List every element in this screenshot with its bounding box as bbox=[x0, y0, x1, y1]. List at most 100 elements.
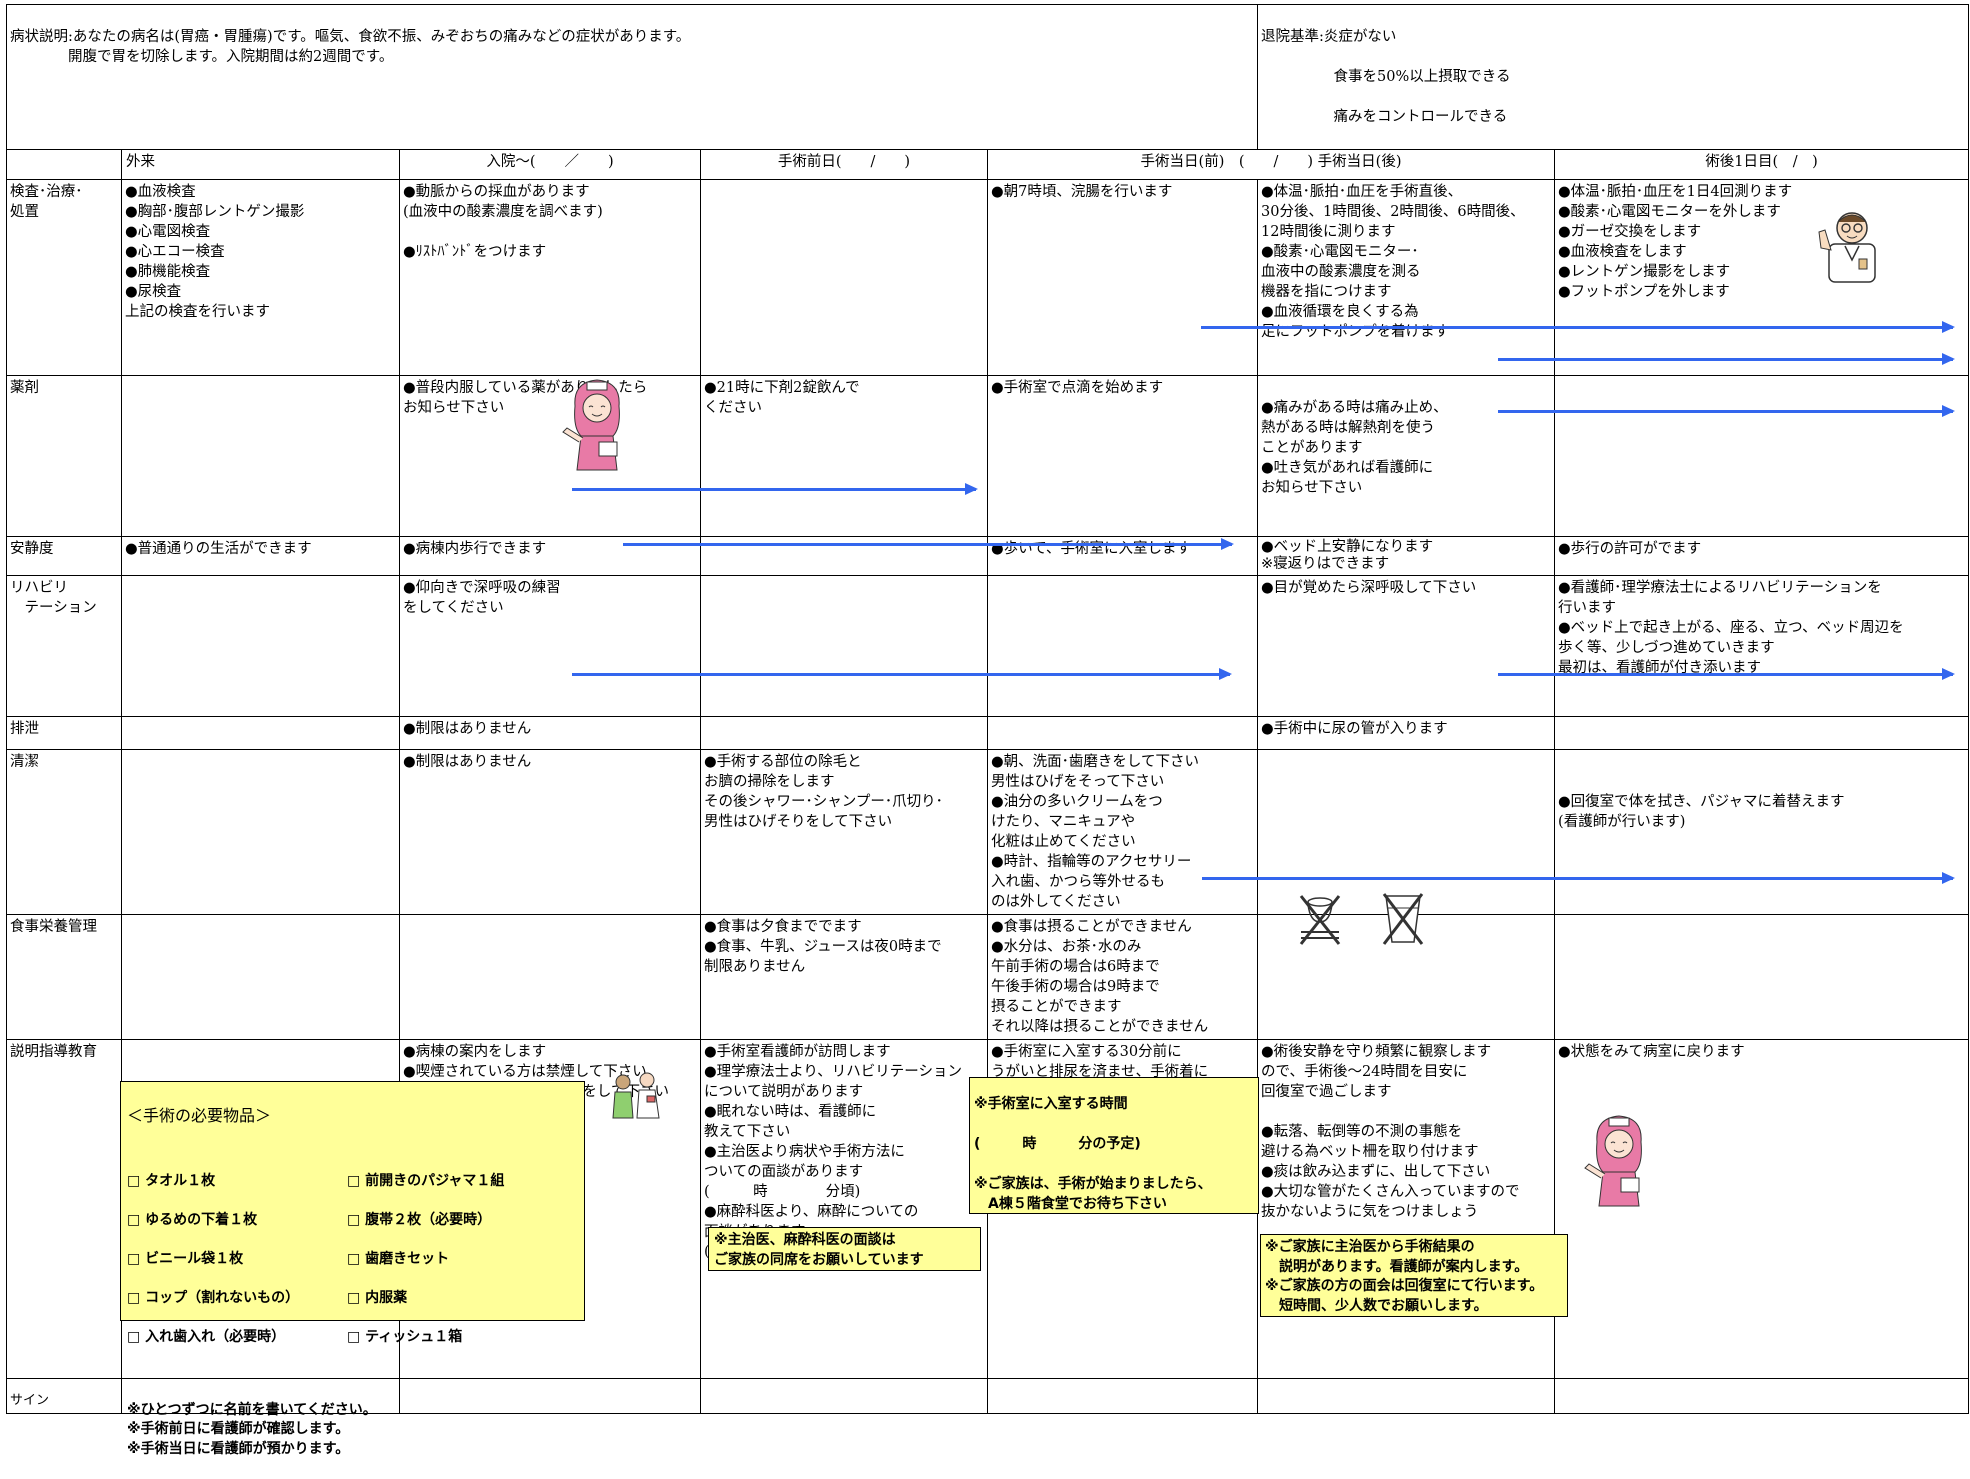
cell-post-op: ●回復室で体を拭き、パジャマに着替えます (看護師が行います) bbox=[1554, 749, 1970, 915]
cell-op-before: ●食事は摂ることができません ●水分は、お茶･水のみ 午前手術の場合は6時まで … bbox=[986, 914, 1259, 1040]
doctor-icon bbox=[1818, 212, 1876, 283]
supplies-footer: ※ひとつずつに名前を書いてください。 ※手術前日に看護師が確認します。 ※手術当… bbox=[127, 1401, 377, 1457]
cell-op-after: ●手術中に尿の管が入ります bbox=[1257, 716, 1556, 750]
supply-item: □ コップ（割れないもの） bbox=[127, 1290, 300, 1306]
nurse-icon bbox=[1584, 1115, 1642, 1207]
cell-op-after bbox=[1257, 749, 1556, 915]
surgery-time-note: ※手術室に入室する時間 ( 時 分の予定) ※ご家族は、手術が始まりましたら、 … bbox=[969, 1077, 1259, 1214]
cell-op-before bbox=[986, 575, 1259, 717]
family-note: ※ご家族に主治医から手術結果の 説明があります。看護師が案内します。 ※ご家族の… bbox=[1260, 1234, 1568, 1317]
cell-admission: ●病棟内歩行できます bbox=[399, 536, 701, 576]
cell-pre-op bbox=[700, 575, 988, 717]
supply-item: □ 歯磨きセット bbox=[347, 1251, 450, 1267]
condition-line-2: 開腹で胃を切除します。入院期間は約2週間です。 bbox=[10, 49, 394, 65]
cell-admission: ●普段内服している薬がありましたら お知らせ下さい bbox=[399, 375, 701, 537]
row-label: 薬剤 bbox=[6, 375, 122, 537]
cell-outpatient bbox=[121, 716, 400, 750]
column-head-op-day: 手術当日(前) ( / ) 手術当日(後) bbox=[986, 149, 1556, 180]
condition-line-1: 病状説明:あなたの病名は(胃癌・胃腫瘍)です。嘔気、食欲不振、みぞおちの痛みなど… bbox=[10, 29, 691, 45]
row-nutrition: 食事栄養管理 ●食事は夕食まででます ●食事、牛乳、ジュースは夜0時まで 制限あ… bbox=[6, 914, 1970, 1040]
cell-outpatient bbox=[121, 575, 400, 717]
row-label: 検査･治療･ 処置 bbox=[6, 179, 122, 376]
row-label: リハビリ テーション bbox=[6, 575, 122, 717]
discharge-line-3: 痛みをコントロールできる bbox=[1261, 109, 1508, 125]
cell-admission: ●仰向きで深呼吸の練習 をしてください bbox=[399, 575, 701, 717]
cell-op-after: ●痛みがある時は痛み止め、 熱がある時は解熱剤を使う ことがあります ●吐き気が… bbox=[1257, 375, 1556, 537]
arrow-activity bbox=[572, 483, 978, 495]
cell-op-before bbox=[986, 716, 1259, 750]
arrow-medication-drip bbox=[1201, 321, 1955, 333]
cell-op-after bbox=[1257, 1378, 1556, 1414]
cell-op-before: ●手術室で点滴を始めます bbox=[986, 375, 1259, 537]
cell-op-after: ●術後安静を守り頻繁に観察します ので、手術後～24時間を目安に 回復室で過ごし… bbox=[1257, 1039, 1556, 1379]
cell-pre-op: ●食事は夕食まででます ●食事、牛乳、ジュースは夜0時まで 制限ありません bbox=[700, 914, 988, 1040]
row-activity: 安静度 ●普通通りの生活ができます ●病棟内歩行できます ●歩いて、手術室に入室… bbox=[6, 536, 1970, 576]
cell-outpatient bbox=[121, 375, 400, 537]
cell-admission bbox=[399, 914, 701, 1040]
cell-pre-op bbox=[700, 716, 988, 750]
no-food-icon bbox=[1299, 895, 1341, 945]
arrow-medication-nausea bbox=[1498, 405, 1955, 417]
surgery-supplies-note: ＜手術の必要物品＞ □ タオル１枚 □ ゆるめの下着１枚 □ ビニール袋１枚 □… bbox=[120, 1081, 585, 1457]
arrow-rehabilitation bbox=[623, 538, 1234, 550]
cell-post-op: ●体温･脈拍･血圧を1日4回測ります ●酸素･心電図モニターを外します ●ガーゼ… bbox=[1554, 179, 1970, 376]
nurse-icon bbox=[562, 379, 620, 471]
cell-post-op: ●状態をみて病室に戻ります bbox=[1554, 1039, 1970, 1379]
supply-item: □ ゆるめの下着１枚 bbox=[127, 1212, 258, 1228]
row-label: 食事栄養管理 bbox=[6, 914, 122, 1040]
arrow-nutrition bbox=[1202, 872, 1955, 884]
cell-pre-op: ●21時に下剤2錠飲んで ください bbox=[700, 375, 988, 537]
cell-pre-op: ●手術する部位の除毛と お臍の掃除をします その後シャワー･シャンプー･爪切り･… bbox=[700, 749, 988, 915]
row-label: 清潔 bbox=[6, 749, 122, 915]
row-hygiene: 清潔 ●制限はありません ●手術する部位の除毛と お臍の掃除をします その後シャ… bbox=[6, 749, 1970, 915]
row-label: 安静度 bbox=[6, 536, 122, 576]
row-medication: 薬剤 ●普段内服している薬がありましたら お知らせ下さい ●21時に下剤2錠飲ん… bbox=[6, 375, 1970, 537]
supply-item: □ 前開きのパジャマ１組 bbox=[347, 1173, 505, 1189]
supply-item: □ 腹帯２枚（必要時） bbox=[347, 1212, 492, 1228]
arrow-medication-painkiller bbox=[1498, 353, 1955, 365]
cell-op-before bbox=[986, 1378, 1259, 1414]
cell-post-op: ●歩行の許可がでます bbox=[1554, 536, 1970, 576]
cell-pre-op bbox=[700, 536, 988, 576]
column-head-outpatient: 外来 bbox=[121, 149, 400, 180]
cell-op-after: ●目が覚めたら深呼吸して下さい bbox=[1257, 575, 1556, 717]
cell-post-op bbox=[1554, 716, 1970, 750]
column-head-post-op-day1: 術後1日目( / ) bbox=[1554, 149, 1970, 180]
pharmacist-icon bbox=[612, 1072, 660, 1119]
cell-post-op bbox=[1554, 375, 1970, 537]
column-head-category bbox=[6, 149, 122, 180]
row-label: 説明指導教育 bbox=[6, 1039, 122, 1379]
cell-outpatient bbox=[121, 914, 400, 1040]
arrow-excretion-admission bbox=[572, 668, 1232, 680]
discharge-line-1: 退院基準:炎症がない bbox=[1261, 29, 1397, 45]
column-head-admission: 入院～( ／ ) bbox=[399, 149, 701, 180]
condition-description: 病状説明:あなたの病名は(胃癌・胃腫瘍)です。嘔気、食欲不振、みぞおちの痛みなど… bbox=[5, 4, 1259, 150]
row-tests: 検査･治療･ 処置 ●血液検査 ●胸部･腹部レントゲン撮影 ●心電図検査 ●心エ… bbox=[6, 179, 1970, 376]
cell-post-op bbox=[1554, 914, 1970, 1040]
row-label: 排泄 bbox=[6, 716, 122, 750]
clinical-pathway-sheet: 病状説明:あなたの病名は(胃癌・胃腫瘍)です。嘔気、食欲不振、みぞおちの痛みなど… bbox=[5, 4, 1970, 1457]
cell-pre-op: ●手術室看護師が訪問します ●理学療法士より、リハビリテーション について説明が… bbox=[700, 1039, 988, 1379]
cell-op-before: ●朝7時頃、浣腸を行います bbox=[986, 179, 1259, 376]
cell-op-after: ●ベッド上安静になります ※寝返りはできます bbox=[1257, 536, 1556, 576]
cell-post-op: ●看護師･理学療法士によるリハビリテーションを 行います ●ベッド上で起き上がる… bbox=[1554, 575, 1970, 717]
supply-item: □ ビニール袋１枚 bbox=[127, 1251, 244, 1267]
row-excretion: 排泄 ●制限はありません ●手術中に尿の管が入ります bbox=[6, 716, 1970, 750]
cell-outpatient: ●普通通りの生活ができます bbox=[121, 536, 400, 576]
column-head-pre-op-day: 手術前日( / ) bbox=[700, 149, 988, 180]
discharge-criteria: 退院基準:炎症がない 食事を50%以上摂取できる 痛みをコントロールできる bbox=[1257, 4, 1970, 150]
cell-pre-op bbox=[700, 1378, 988, 1414]
supplies-title: ＜手術の必要物品＞ bbox=[127, 1105, 272, 1125]
cell-outpatient bbox=[121, 749, 400, 915]
arrow-excretion-catheter bbox=[1498, 668, 1955, 680]
cell-op-before: ●朝、洗面･歯磨きをして下さい 男性はひげをそって下さい ●油分の多いクリームを… bbox=[986, 749, 1259, 915]
cell-pre-op bbox=[700, 179, 988, 376]
cell-op-after: ●体温･脈拍･血圧を手術直後、 30分後、1時間後、2時間後、6時間後、 12時… bbox=[1257, 179, 1556, 376]
row-label: サイン bbox=[6, 1378, 122, 1414]
supplies-list: □ タオル１枚 □ ゆるめの下着１枚 □ ビニール袋１枚 □ コップ（割れないも… bbox=[127, 1153, 578, 1368]
row-rehabilitation: リハビリ テーション ●仰向きで深呼吸の練習 をしてください ●目が覚めたら深呼… bbox=[6, 575, 1970, 717]
cell-post-op bbox=[1554, 1378, 1970, 1414]
supply-item: □ ティッシュ１箱 bbox=[347, 1329, 463, 1345]
cell-outpatient: ●血液検査 ●胸部･腹部レントゲン撮影 ●心電図検査 ●心エコー検査 ●肺機能検… bbox=[121, 179, 400, 376]
supply-item: □ タオル１枚 bbox=[127, 1173, 216, 1189]
